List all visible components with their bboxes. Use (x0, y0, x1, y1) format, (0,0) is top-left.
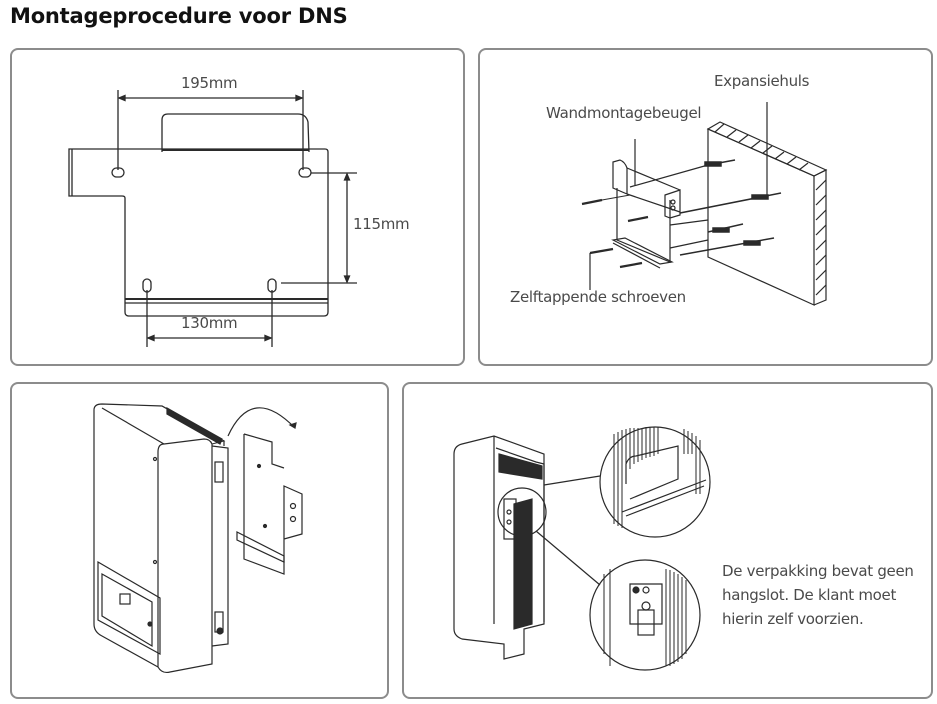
attach-inverter-drawing (93, 403, 303, 674)
inverter (93, 403, 229, 674)
padlock-note-line: hierin zelf voorzien. (722, 610, 864, 628)
expansion-sleeves (679, 159, 782, 256)
padlock-drawing (453, 426, 711, 671)
panel-padlock: De verpakking bevat geen hangslot. De kl… (402, 382, 933, 699)
zoom-detail-top (599, 426, 711, 538)
hole-top-right (298, 167, 312, 178)
label-self-tapping-screws: Zelftappende schroeven (510, 288, 686, 306)
bracket-top-tab (161, 113, 310, 153)
inverter-side-view (453, 435, 545, 660)
dimension-label-115: 115mm (353, 215, 410, 233)
bracket-dimension-drawing (68, 90, 357, 347)
dimension-label-195: 195mm (181, 74, 238, 92)
bracket-outline (68, 148, 329, 317)
panel-attach-inverter (10, 382, 389, 699)
padlock-shackle (641, 601, 651, 611)
detail-circle-marker (497, 487, 547, 537)
wall-mounting-drawing (581, 102, 828, 306)
label-expansion-sleeve: Expansiehuls (714, 72, 810, 90)
panel-bracket-dimensions: 195mm 115mm 130mm (10, 48, 465, 366)
self-tapping-screws (581, 194, 649, 269)
label-wall-bracket: Wandmontagebeugel (546, 104, 702, 122)
zoom-detail-bottom (589, 559, 701, 671)
page-title: Montageprocedure voor DNS (10, 4, 348, 28)
padlock-note-line: hangslot. De klant moet (722, 586, 897, 604)
padlock-note-line: De verpakking bevat geen (722, 562, 914, 580)
rotate-arrow (227, 407, 296, 437)
padlock-note: De verpakking bevat geen hangslot. De kl… (722, 559, 922, 631)
dimension-label-130: 130mm (181, 314, 238, 332)
padlock-body (637, 609, 655, 636)
bracket-part (236, 433, 303, 575)
panel-wall-mounting: Wandmontagebeugel Expansiehuls Zelftappe… (478, 48, 933, 366)
wall-bracket (611, 159, 709, 269)
